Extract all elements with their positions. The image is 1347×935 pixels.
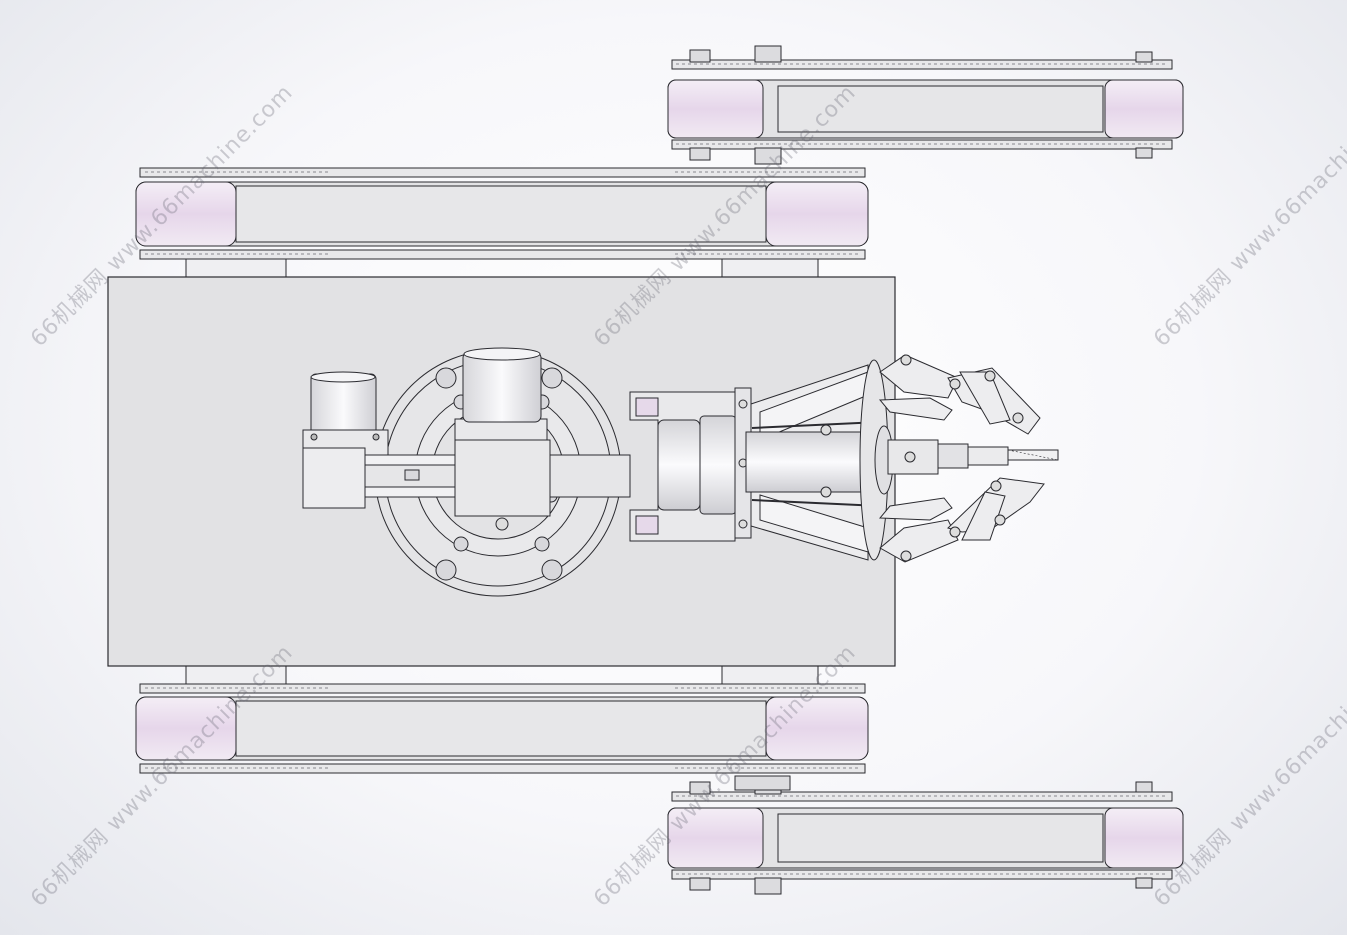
main-track-top[interactable] <box>135 167 869 278</box>
gripper-lower-finger[interactable] <box>878 477 1045 563</box>
track-teeth <box>676 795 1166 875</box>
track-teeth <box>676 63 1166 145</box>
arm-lower-link[interactable] <box>302 439 631 517</box>
gripper-base[interactable] <box>745 359 894 561</box>
track-teeth <box>145 687 860 769</box>
gripper-upper-finger[interactable] <box>878 354 1041 435</box>
main-track-bottom[interactable] <box>135 665 869 791</box>
flipper-track-bottom-right[interactable] <box>667 779 1184 895</box>
shoulder-motor[interactable] <box>454 347 548 454</box>
track-teeth <box>145 171 860 255</box>
turntable-center-bolt <box>495 517 509 531</box>
flipper-track-top-right[interactable] <box>667 45 1184 165</box>
gripper-center-screw[interactable] <box>887 439 1059 475</box>
